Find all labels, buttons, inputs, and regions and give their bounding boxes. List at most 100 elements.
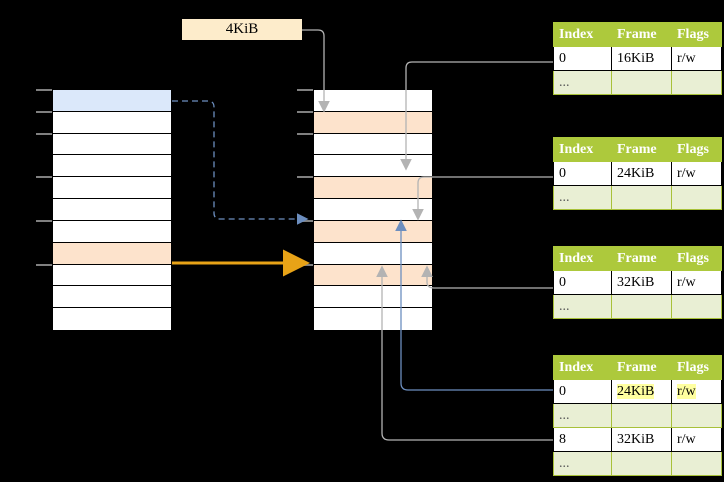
column-header-frame: Frame xyxy=(611,355,672,380)
row-tick-mark xyxy=(297,219,313,222)
connector-table3-to-frame xyxy=(421,265,553,289)
cell-frame: 24KiB xyxy=(611,379,672,404)
physical-memory-column xyxy=(313,89,433,330)
row-tick-mark xyxy=(297,89,313,91)
cell-index: ... xyxy=(553,403,612,428)
column-header-index: Index xyxy=(553,246,612,271)
virtual-page-row xyxy=(53,133,171,156)
physical-frame-row xyxy=(314,220,432,243)
column-header-index: Index xyxy=(553,22,612,47)
cell-index: ... xyxy=(553,70,612,95)
row-tick-mark xyxy=(297,176,313,179)
physical-frame-row xyxy=(314,155,432,178)
virtual-page-row xyxy=(53,242,171,265)
row-tick-mark xyxy=(36,132,52,135)
row-tick-mark xyxy=(36,219,52,222)
page-size-label: 4KiB xyxy=(182,19,302,40)
physical-frame-row xyxy=(314,111,432,134)
table-row[interactable]: ... xyxy=(553,451,722,476)
cell-index: ... xyxy=(553,294,612,319)
row-tick-mark xyxy=(297,263,313,266)
physical-frame-row xyxy=(314,286,432,309)
cell-flags: r/w xyxy=(671,270,722,295)
column-header-flags: Flags xyxy=(671,246,722,271)
cell-flags: r/w xyxy=(671,379,722,404)
cell-index: 0 xyxy=(553,161,612,186)
row-tick-mark xyxy=(36,89,52,91)
cell-frame xyxy=(611,185,672,210)
cell-frame xyxy=(611,451,672,476)
highlighted-value: 24KiB xyxy=(617,383,655,399)
column-header-index: Index xyxy=(553,137,612,162)
cell-index: 0 xyxy=(553,270,612,295)
row-tick-mark xyxy=(297,132,313,135)
cell-index: 0 xyxy=(553,379,612,404)
physical-frame-row xyxy=(314,90,432,112)
cell-frame: 16KiB xyxy=(611,46,672,71)
connector-virtual-to-physical-dashed xyxy=(172,100,309,225)
physical-frame-row xyxy=(314,133,432,156)
cell-frame: 24KiB xyxy=(611,161,672,186)
row-tick-mark xyxy=(36,176,52,179)
virtual-page-row xyxy=(53,155,171,178)
cell-frame xyxy=(611,70,672,95)
highlighted-value: r/w xyxy=(677,383,696,399)
cell-index: ... xyxy=(553,185,612,210)
cell-flags xyxy=(671,451,722,476)
virtual-page-row xyxy=(53,308,171,330)
physical-frame-row xyxy=(314,199,432,221)
column-header-flags: Flags xyxy=(671,22,722,47)
row-tick-mark xyxy=(297,110,313,113)
column-header-flags: Flags xyxy=(671,137,722,162)
connector-table2-to-frame xyxy=(412,176,553,221)
column-header-index: Index xyxy=(553,355,612,380)
physical-frame-row xyxy=(314,242,432,265)
table-row[interactable]: 0 24KiB r/w xyxy=(553,379,722,404)
page-size-label-text: 4KiB xyxy=(225,21,259,37)
cell-index: 8 xyxy=(553,427,612,452)
cell-flags xyxy=(671,403,722,428)
cell-flags: r/w xyxy=(671,46,722,71)
cell-index: ... xyxy=(553,451,612,476)
table-row[interactable]: ... xyxy=(553,403,722,428)
column-header-frame: Frame xyxy=(611,22,672,47)
column-header-frame: Frame xyxy=(611,137,672,162)
physical-frame-row xyxy=(314,177,432,200)
virtual-page-row xyxy=(53,177,171,200)
cell-flags: r/w xyxy=(671,427,722,452)
cell-flags xyxy=(671,70,722,95)
cell-frame: 32KiB xyxy=(611,270,672,295)
column-header-flags: Flags xyxy=(671,355,722,380)
virtual-page-row xyxy=(53,111,171,134)
row-tick-mark xyxy=(36,263,52,266)
physical-frame-row xyxy=(314,264,432,287)
virtual-page-row xyxy=(53,199,171,221)
virtual-page-row xyxy=(53,264,171,287)
cell-index: 0 xyxy=(553,46,612,71)
column-header-frame: Frame xyxy=(611,246,672,271)
row-tick-mark xyxy=(36,110,52,113)
physical-frame-row xyxy=(314,308,432,330)
table-row[interactable]: ... xyxy=(553,185,722,210)
cell-flags xyxy=(671,185,722,210)
table-row[interactable]: ... xyxy=(553,294,722,319)
cell-flags xyxy=(671,294,722,319)
virtual-page-row xyxy=(53,90,171,112)
virtual-page-row xyxy=(53,220,171,243)
cell-frame xyxy=(611,294,672,319)
table-row[interactable]: ... xyxy=(553,70,722,95)
virtual-address-space-column xyxy=(52,89,172,330)
cell-frame: 32KiB xyxy=(611,427,672,452)
